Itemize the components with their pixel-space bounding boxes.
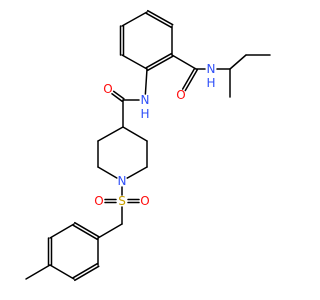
atom-s1-label: S [118, 194, 126, 208]
atom-n1-hydrogen: H [206, 76, 215, 90]
bond-c5-c6 [121, 54, 148, 70]
bond-c23-c24-2 [74, 265, 100, 282]
bond-c13-c14 [97, 126, 124, 142]
bond-c19-c20-2 [74, 221, 100, 238]
atom-n2-symbol: N [141, 93, 150, 107]
bond-c22-c25 [25, 264, 51, 280]
atom-n1-symbol: N [207, 62, 216, 76]
bond-c3-c4 [121, 11, 148, 27]
atom-s1-symbol: S [118, 194, 126, 208]
atom-n2-label: NH [140, 93, 149, 121]
bond-c17-c13 [122, 126, 148, 142]
atom-o3-symbol: O [94, 194, 103, 208]
atom-o1-label: O [176, 88, 185, 102]
bond-c15-n3 [97, 166, 118, 179]
bond-c7-o1-2 [181, 67, 196, 90]
bond-c7-o1-1 [184, 69, 199, 92]
bond-c23-c24-1 [72, 262, 98, 279]
atom-o2-label: O [103, 82, 112, 96]
bond-c18-c19 [97, 223, 123, 239]
atom-o2-symbol: O [103, 82, 112, 96]
bond-c12-o2-1 [111, 93, 123, 102]
atom-o4-symbol: O [140, 194, 149, 208]
bond-c20-c21 [49, 223, 75, 239]
bond-c2-c3-2 [146, 9, 174, 26]
bond-c6-c1-2 [146, 55, 174, 72]
bond-c19-c20-1 [72, 224, 98, 241]
atom-o3-label: O [94, 194, 103, 208]
atom-n1-label: NH [206, 62, 215, 90]
bond-c6-n2 [144, 68, 148, 95]
bond-c22-c23 [49, 264, 75, 280]
atom-o4-label: O [140, 194, 149, 208]
atom-o1-symbol: O [176, 88, 185, 102]
bond-layer [25, 9, 271, 282]
atom-n3-label: N [118, 174, 127, 188]
bond-c1-c7 [171, 54, 197, 70]
bond-n3-c16 [126, 166, 148, 179]
atom-n3-symbol: N [118, 174, 127, 188]
bond-c2-c3-1 [145, 12, 173, 29]
bond-c12-o2-2 [112, 90, 125, 100]
atom-n2-hydrogen: H [140, 107, 149, 121]
bond-c8-c9 [229, 54, 247, 70]
bond-c6-c1-1 [145, 52, 173, 69]
